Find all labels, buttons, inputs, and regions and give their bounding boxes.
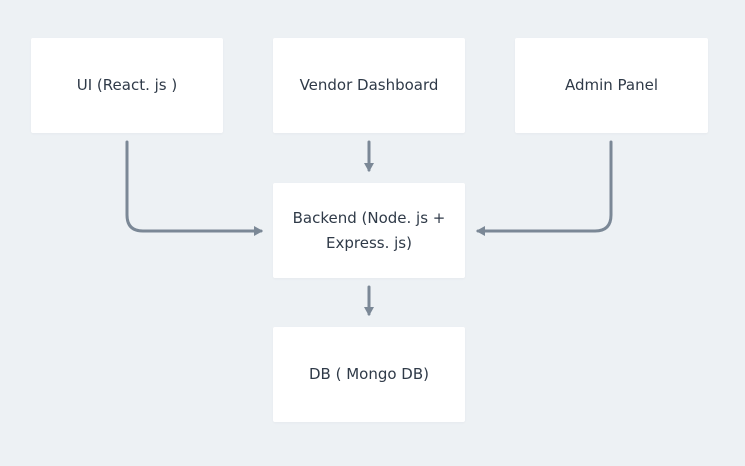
node-ui: UI (React. js ) [31,38,223,133]
node-database-label: DB ( Mongo DB) [308,365,429,383]
node-ui-label: UI (React. js ) [76,76,178,94]
edge-ui-to-backend [125,140,263,236]
node-backend-label: Backend (Node. js + Express. js) [292,208,446,252]
node-admin-panel: Admin Panel [515,38,708,133]
node-database: DB ( Mongo DB) [273,327,465,422]
edge-admin-to-backend [476,140,613,236]
node-vendor-dashboard-label: Vendor Dashboard [299,76,439,94]
node-admin-panel-label: Admin Panel [564,76,659,94]
node-vendor-dashboard: Vendor Dashboard [273,38,465,133]
node-backend: Backend (Node. js + Express. js) [273,183,465,278]
